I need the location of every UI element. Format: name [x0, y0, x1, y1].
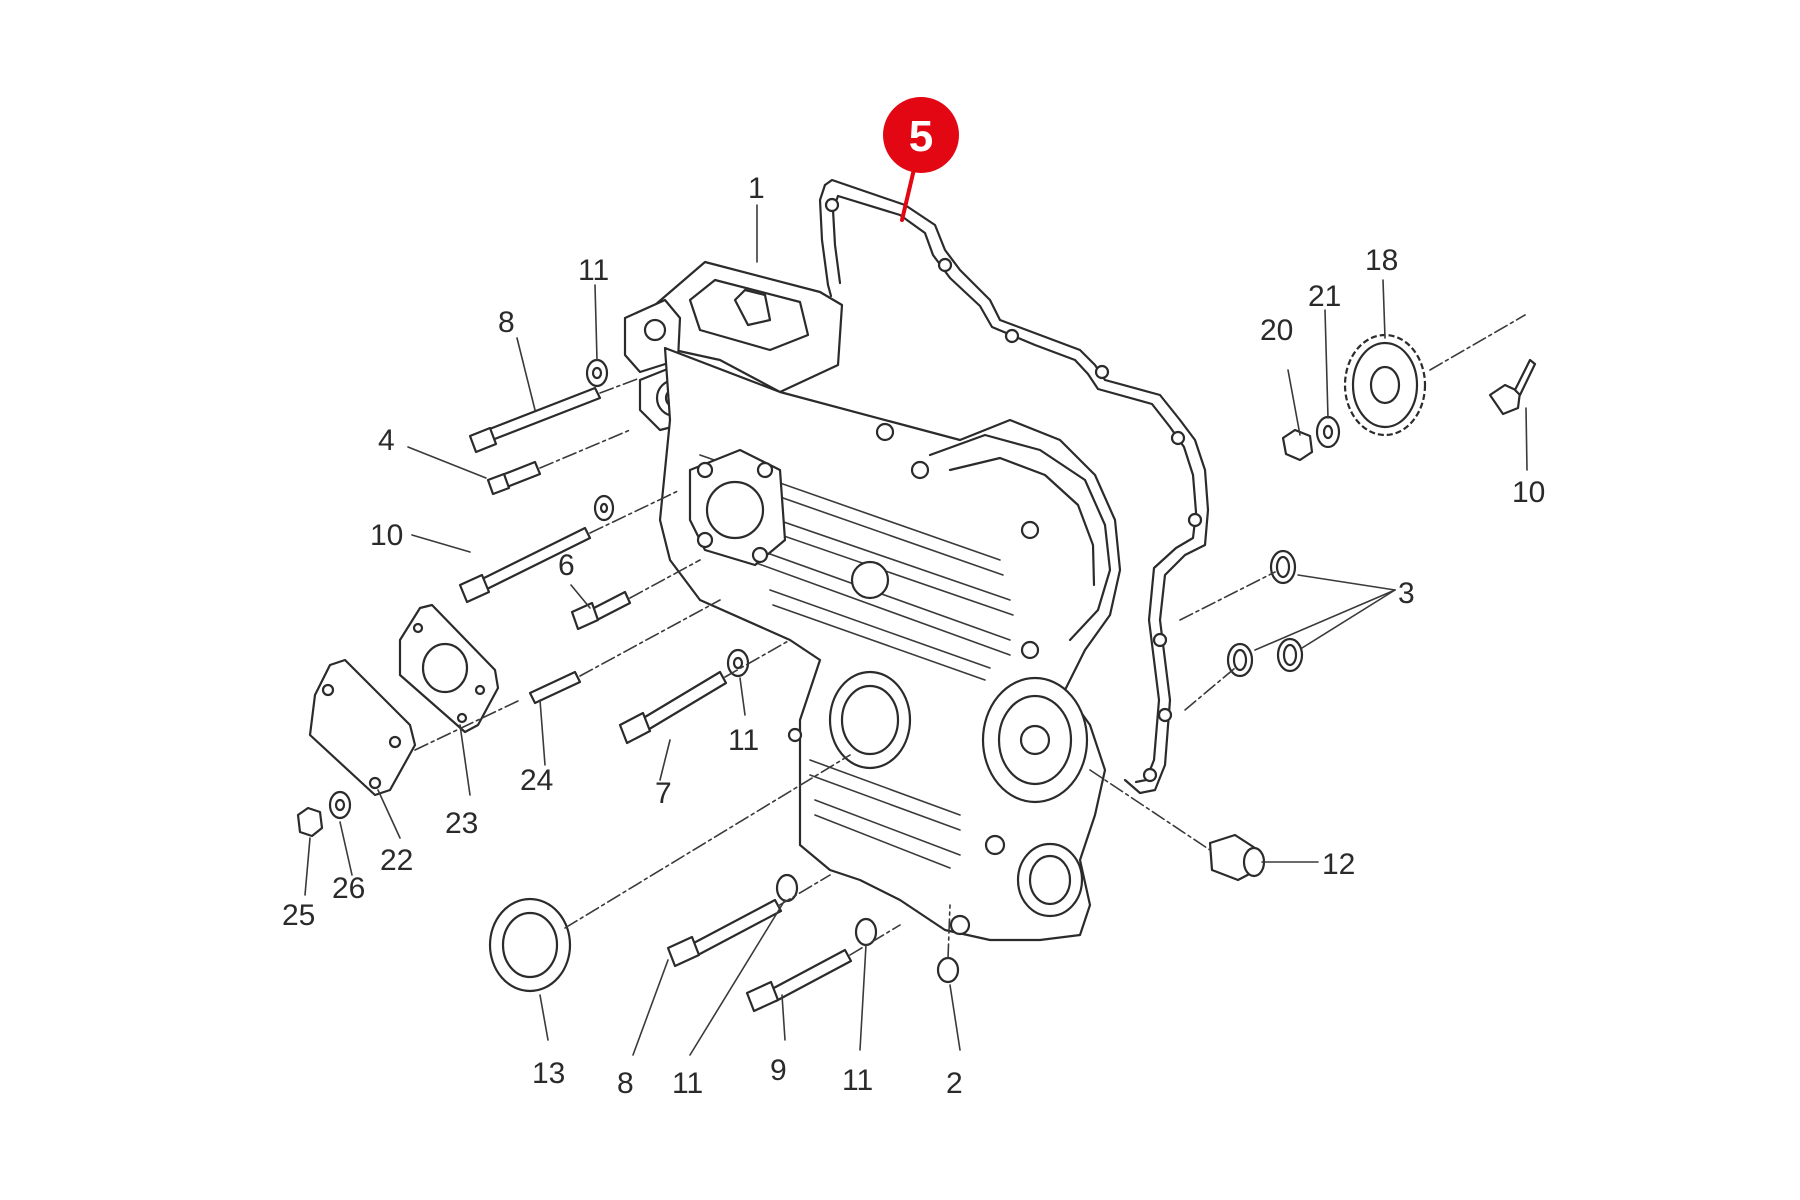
label-11-upper: 11 [578, 254, 609, 287]
washer-21 [1315, 415, 1341, 449]
part-labels: 1 11 8 4 10 6 24 7 11 23 22 26 25 13 8 1… [282, 172, 1545, 1100]
timing-cover-housing [623, 260, 1122, 942]
label-10-left: 10 [370, 519, 403, 552]
bolt-4 [486, 460, 542, 496]
plug-2 [936, 956, 960, 984]
bolt-8-upper [468, 386, 602, 454]
label-18: 18 [1365, 244, 1398, 277]
bolt-10-right [1488, 358, 1537, 416]
highlight-leader [900, 163, 917, 222]
highlight-badge [883, 97, 959, 173]
highlight-callout-5: 5 [883, 97, 959, 222]
label-9: 9 [770, 1054, 787, 1087]
label-24: 24 [520, 764, 553, 797]
label-22: 22 [380, 844, 413, 877]
label-21: 21 [1308, 280, 1341, 313]
label-10-right: 10 [1512, 476, 1545, 509]
timing-cover-gasket [818, 178, 1210, 795]
label-13: 13 [532, 1057, 565, 1090]
label-1: 1 [748, 172, 765, 205]
bolt-9 [745, 948, 853, 1013]
label-12: 12 [1322, 848, 1355, 881]
label-23: 23 [445, 807, 478, 840]
label-11-lower-a: 11 [672, 1067, 703, 1100]
label-25: 25 [282, 899, 315, 932]
o-rings-3 [1226, 549, 1304, 678]
bolt-8-lower [666, 898, 783, 968]
label-11-lower-b: 11 [842, 1064, 873, 1097]
cover-plate-22 [308, 658, 417, 797]
washer-11-mid [726, 648, 750, 678]
nut-20 [1281, 428, 1314, 462]
bolt-7 [618, 670, 728, 745]
label-8-upper: 8 [498, 306, 515, 339]
leader-lines [304, 204, 1528, 1056]
bolt-10-left [458, 526, 592, 604]
gear-18 [1343, 333, 1427, 437]
label-20: 20 [1260, 314, 1293, 347]
nut-25 [296, 806, 324, 838]
label-8-lower: 8 [617, 1067, 634, 1100]
washer-11-upper [585, 358, 609, 388]
bolt-6 [570, 590, 632, 631]
washer-mid [593, 494, 615, 522]
label-26: 26 [332, 872, 365, 905]
sensor-12 [1208, 833, 1266, 882]
washer-26 [328, 790, 352, 820]
center-lines [414, 314, 1526, 959]
label-4: 4 [378, 424, 395, 457]
highlight-label: 5 [909, 112, 933, 161]
oil-seal-13 [488, 897, 572, 993]
gasket-23 [398, 603, 500, 734]
label-11-mid: 11 [728, 724, 759, 757]
label-2: 2 [946, 1067, 963, 1100]
label-6: 6 [558, 549, 575, 582]
label-3: 3 [1398, 577, 1415, 610]
label-7: 7 [655, 777, 672, 810]
stud-24 [528, 670, 582, 705]
